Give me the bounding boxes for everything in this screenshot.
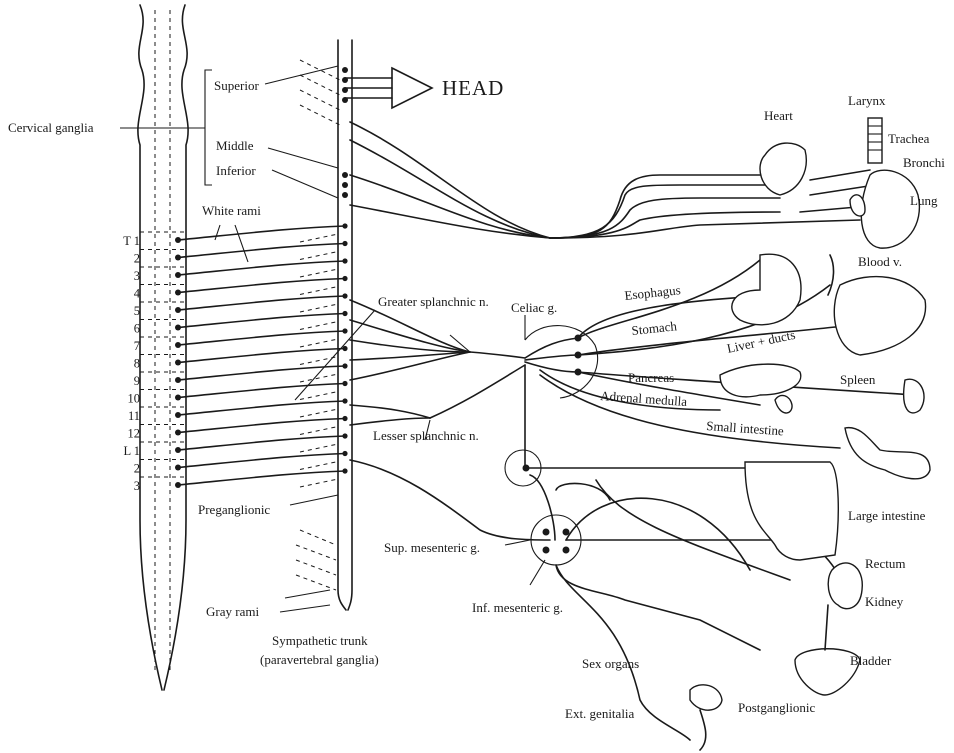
segment-label: 6 bbox=[134, 322, 140, 336]
lesser-splanchnic-label: Lesser splanchnic n. bbox=[373, 428, 479, 443]
white-ramus-fiber bbox=[178, 401, 345, 415]
white-ramus-fiber bbox=[178, 279, 345, 293]
segment-label: 2 bbox=[134, 462, 140, 476]
sympathetic-trunk bbox=[296, 40, 352, 610]
bronchi-label: Bronchi bbox=[903, 155, 945, 170]
large-intestine-shape bbox=[745, 462, 838, 560]
blood-v-label: Blood v. bbox=[858, 254, 902, 269]
white-ramus-fiber bbox=[178, 331, 345, 345]
head-label: HEAD bbox=[442, 76, 504, 100]
segment-label: 2 bbox=[134, 252, 140, 266]
gray-ramus-fiber bbox=[300, 479, 338, 487]
esophagus-label: Esophagus bbox=[624, 282, 682, 303]
gray-ramus-fiber bbox=[300, 304, 338, 312]
segment-label: 12 bbox=[128, 427, 141, 441]
segment-label: 10 bbox=[128, 392, 141, 406]
white-rami-label: White rami bbox=[202, 203, 261, 218]
cervical-ganglion-dot bbox=[342, 182, 348, 188]
preganglionic-label: Preganglionic bbox=[198, 502, 270, 517]
white-ramus-fiber bbox=[178, 314, 345, 328]
bladder-label: Bladder bbox=[850, 653, 892, 668]
segment-label: 7 bbox=[134, 339, 140, 353]
inf-mesenteric-label: Inf. mesenteric g. bbox=[472, 600, 563, 615]
pancreas-label: Pancreas bbox=[628, 370, 674, 385]
white-ramus-fiber bbox=[178, 384, 345, 398]
small-intestine-shape bbox=[845, 428, 930, 479]
sympathetic-trunk-label: Sympathetic trunk bbox=[272, 633, 368, 648]
segment-label: 3 bbox=[134, 269, 140, 283]
liver-shape bbox=[834, 277, 925, 355]
stomach-label: Stomach bbox=[631, 318, 678, 338]
gray-ramus-fiber bbox=[300, 427, 338, 435]
white-ramus-fiber bbox=[178, 454, 345, 468]
spleen-label: Spleen bbox=[840, 372, 876, 387]
spinal-segment-labels: T 1 2 3 4 5 6 7 8 9 10 11 12 L 1 2 3 bbox=[123, 234, 141, 493]
segment-label: 11 bbox=[128, 409, 140, 423]
gray-ramus-fiber bbox=[300, 252, 338, 260]
inferior-label: Inferior bbox=[216, 163, 256, 178]
white-ramus-fiber bbox=[178, 349, 345, 363]
segment-label: L 1 bbox=[123, 444, 140, 458]
adrenal-label: Adrenal medulla bbox=[600, 388, 688, 409]
pancreas-shape bbox=[720, 364, 801, 397]
spleen-shape bbox=[904, 379, 924, 413]
cervical-ganglion-dot bbox=[342, 67, 348, 73]
gray-ramus-fiber bbox=[300, 462, 338, 470]
gray-ramus-fiber bbox=[300, 444, 338, 452]
lung-label: Lung bbox=[910, 193, 938, 208]
large-intestine-label: Large intestine bbox=[848, 508, 926, 523]
gray-ramus-fiber bbox=[300, 392, 338, 400]
gray-ramus-fiber bbox=[300, 234, 338, 242]
white-ramus-fiber bbox=[178, 261, 345, 275]
middle-label: Middle bbox=[216, 138, 254, 153]
trachea-label: Trachea bbox=[888, 131, 930, 146]
celiac-label: Celiac g. bbox=[511, 300, 557, 315]
gray-ramus-fiber bbox=[300, 339, 338, 347]
sup-mesenteric-label: Sup. mesenteric g. bbox=[384, 540, 480, 555]
segment-label: 8 bbox=[134, 357, 140, 371]
spinal-cord bbox=[138, 5, 188, 690]
gray-rami-label: Gray rami bbox=[206, 604, 259, 619]
white-ramus-fiber bbox=[178, 226, 345, 240]
white-ramus-fiber bbox=[178, 296, 345, 310]
kidney-label: Kidney bbox=[865, 594, 904, 609]
greater-splanchnic-label: Greater splanchnic n. bbox=[378, 294, 489, 309]
gray-ramus-fiber bbox=[300, 322, 338, 330]
preganglionic-fibers bbox=[175, 226, 345, 488]
stomach-shape bbox=[732, 254, 801, 325]
splanchnic-nerves bbox=[350, 300, 550, 540]
segment-label: 3 bbox=[134, 479, 140, 493]
white-ramus-fiber bbox=[178, 366, 345, 380]
ext-genitalia-label: Ext. genitalia bbox=[565, 706, 635, 721]
segment-label: 9 bbox=[134, 374, 140, 388]
gray-ramus-fiber bbox=[300, 374, 338, 382]
gray-ramus-fiber bbox=[300, 287, 338, 295]
cervical-ganglia-label: Cervical ganglia bbox=[8, 120, 94, 135]
sex-organs-label: Sex organs bbox=[582, 656, 639, 671]
leader-lines bbox=[215, 225, 545, 612]
paravertebral-label: (paravertebral ganglia) bbox=[260, 652, 379, 667]
heart-shape bbox=[760, 143, 806, 195]
larynx-label: Larynx bbox=[848, 93, 886, 108]
segment-label: 5 bbox=[134, 304, 140, 318]
segment-label: 4 bbox=[134, 287, 141, 301]
white-ramus-fiber bbox=[178, 436, 345, 450]
cervical-ganglion-dot bbox=[342, 172, 348, 178]
gray-ramus-fiber bbox=[300, 269, 338, 277]
white-ramus-fiber bbox=[178, 419, 345, 433]
heart-label: Heart bbox=[764, 108, 793, 123]
gray-ramus-fiber bbox=[300, 409, 338, 417]
cervical-ganglion-dot bbox=[342, 192, 348, 198]
lung-shape bbox=[861, 170, 919, 248]
rectum-label: Rectum bbox=[865, 556, 905, 571]
kidney-shape bbox=[828, 563, 862, 609]
postganglionic-label: Postganglionic bbox=[738, 700, 816, 715]
segment-label: T 1 bbox=[123, 234, 140, 248]
superior-label: Superior bbox=[214, 78, 259, 93]
white-ramus-fiber bbox=[178, 244, 345, 258]
head-arrow: HEAD bbox=[345, 68, 504, 108]
white-ramus-fiber bbox=[178, 471, 345, 485]
